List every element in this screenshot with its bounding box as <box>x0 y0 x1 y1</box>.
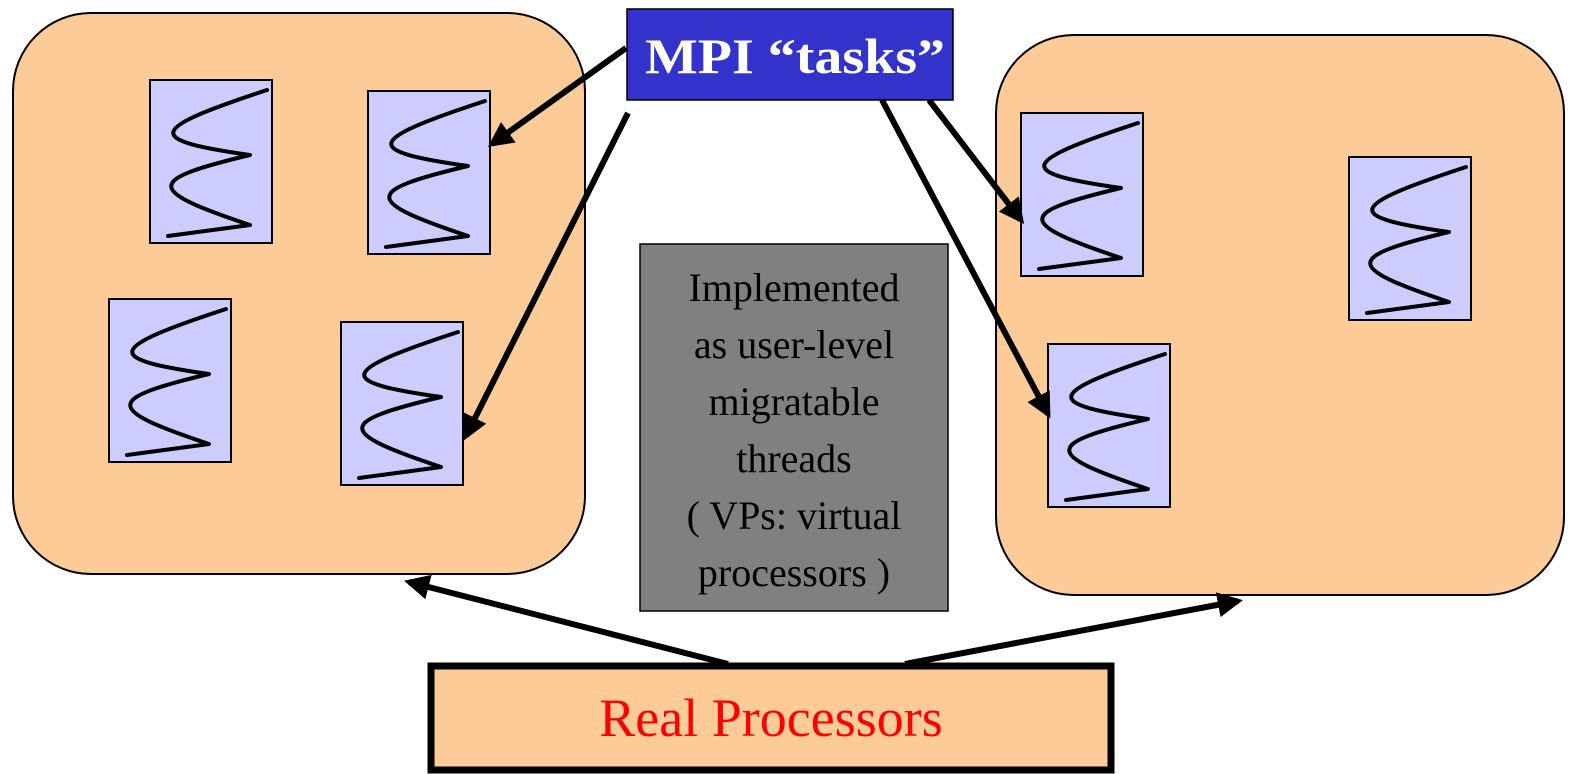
mpi-tasks-label: MPI “tasks” <box>645 28 945 84</box>
implementation-note-box <box>639 243 949 612</box>
implementation-note-line: migratable <box>708 379 879 424</box>
real-processors-label: Real Processors <box>599 688 942 748</box>
implementation-note-line: processors ) <box>698 550 890 595</box>
thread-icon <box>367 90 491 255</box>
implementation-note-line: as user-level <box>694 322 894 367</box>
implementation-note-line: Implemented <box>688 265 899 310</box>
processor-box-left <box>12 12 586 575</box>
thread-icon <box>1047 343 1171 508</box>
thread-icon <box>1348 156 1472 321</box>
real-processors-box <box>427 662 1115 774</box>
mpi-tasks-box <box>626 8 954 101</box>
thread-icon <box>149 79 273 244</box>
arrow-tasks-to-thread <box>879 98 1051 419</box>
thread-icon <box>340 321 464 486</box>
arrow-tasks-to-thread <box>926 98 1025 224</box>
implementation-note-line: ( VPs: virtual <box>687 493 902 538</box>
thread-icon <box>108 298 232 463</box>
arrow-real-to-processor-left <box>404 574 729 667</box>
thread-icon <box>1020 112 1144 277</box>
arrow-tasks-to-thread <box>487 45 628 147</box>
arrow-tasks-to-thread <box>463 111 631 441</box>
implementation-note-line: threads <box>736 436 852 481</box>
arrow-real-to-processor-right <box>904 592 1243 667</box>
